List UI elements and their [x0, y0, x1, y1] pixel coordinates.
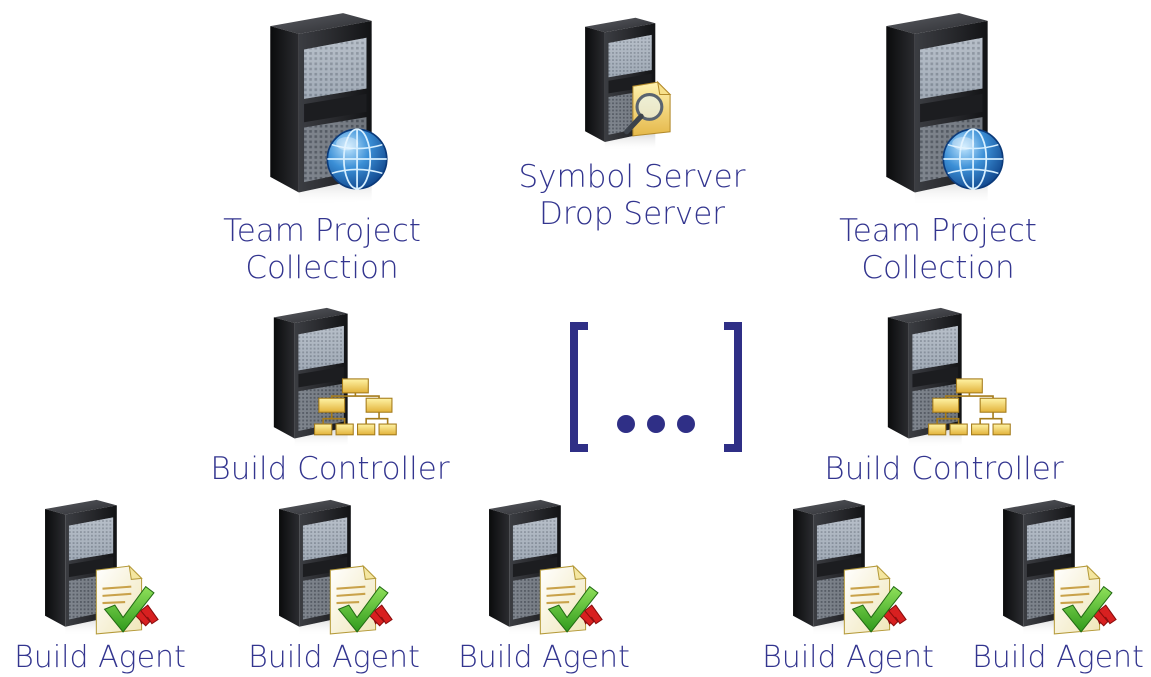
build-agent-label: Build Agent [972, 640, 1144, 675]
build-agent: Build Agent [248, 498, 420, 675]
server-document-check-icon [279, 499, 394, 636]
server-document-check-icon [793, 499, 908, 636]
symbol-server-label: Symbol Server Drop Server [519, 159, 746, 232]
server-hierarchy-icon [273, 307, 397, 448]
collection-right-label: Team Project Collection [839, 213, 1037, 286]
ellipsis-bracket [570, 322, 742, 452]
server-globe-icon [270, 13, 388, 206]
ellipsis-dot [677, 415, 695, 433]
symbol-server-label-line1: Symbol Server [518, 159, 746, 195]
build-controller-right: Build Controller [824, 306, 1064, 488]
collection-left-label-line1: Team Project [223, 213, 421, 249]
server-globe-icon [886, 13, 1004, 206]
build-controller-left: Build Controller [210, 306, 450, 488]
collection-left-label-line2: Collection [245, 249, 399, 286]
collection-left-label: Team Project Collection [223, 213, 421, 286]
team-project-collection-right: Team Project Collection [839, 8, 1037, 286]
team-project-collection-left: Team Project Collection [223, 8, 421, 286]
build-agent: Build Agent [972, 498, 1144, 675]
ellipsis-dot [647, 415, 665, 433]
server-document-check-icon [1003, 499, 1118, 636]
build-agent-label: Build Agent [762, 640, 934, 675]
ellipsis-dot [617, 415, 635, 433]
build-agent: Build Agent [458, 498, 630, 675]
build-agent-label: Build Agent [458, 640, 630, 675]
server-document-check-icon [489, 499, 604, 636]
build-agent-label: Build Agent [14, 640, 186, 675]
server-document-check-icon [45, 499, 160, 636]
collection-right-label-line2: Collection [861, 249, 1015, 286]
left-bracket [570, 322, 588, 452]
server-hierarchy-icon [887, 307, 1011, 448]
build-controller-right-label: Build Controller [824, 451, 1064, 487]
right-bracket [724, 322, 742, 452]
symbol-server-label-line2: Drop Server [538, 195, 726, 232]
server-folder-search-icon [584, 17, 692, 151]
build-agent-label: Build Agent [248, 640, 420, 675]
symbol-drop-server: Symbol Server Drop Server [519, 16, 746, 232]
build-controller-left-label: Build Controller [210, 451, 450, 487]
build-agent: Build Agent [14, 498, 186, 675]
build-agent: Build Agent [762, 498, 934, 675]
collection-right-label-line1: Team Project [839, 213, 1037, 249]
